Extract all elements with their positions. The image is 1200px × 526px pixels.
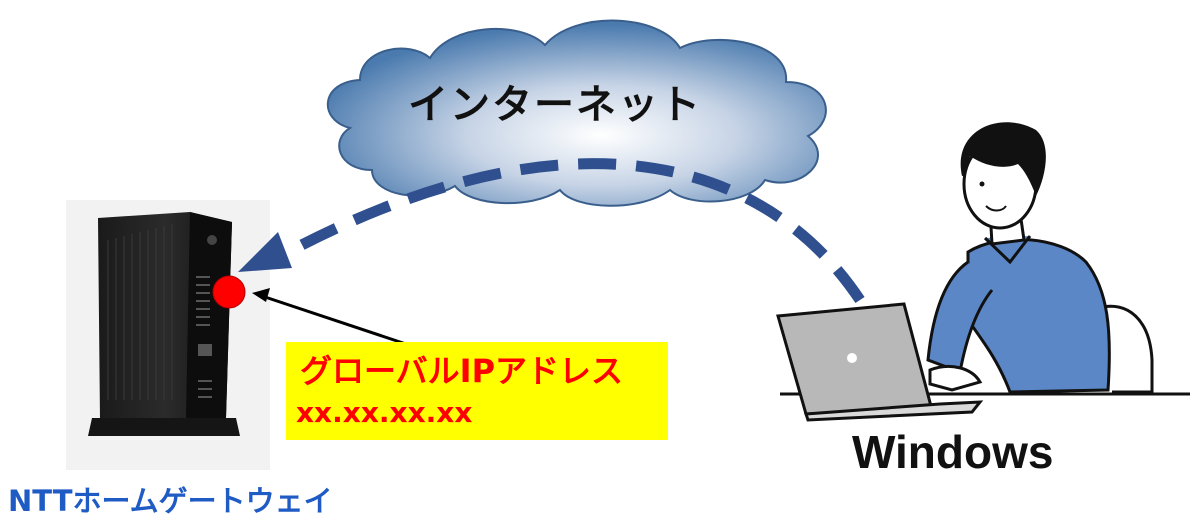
ip-callout-label: グローバルIPアドレス xyxy=(300,352,624,390)
cloud-label: インターネット xyxy=(408,82,702,128)
client-label: Windows xyxy=(852,426,1054,478)
connection-arrow xyxy=(238,158,865,304)
router-icon xyxy=(88,212,240,436)
status-indicator xyxy=(212,275,246,309)
person-with-laptop-icon xyxy=(776,122,1190,422)
cloud-icon xyxy=(326,19,827,207)
router-label: NTTホームゲートウェイ xyxy=(8,484,333,518)
ip-callout-value: xx.xx.xx.xx xyxy=(296,396,473,429)
ip-callout-box xyxy=(286,342,668,440)
pointer-arrow xyxy=(252,288,413,348)
